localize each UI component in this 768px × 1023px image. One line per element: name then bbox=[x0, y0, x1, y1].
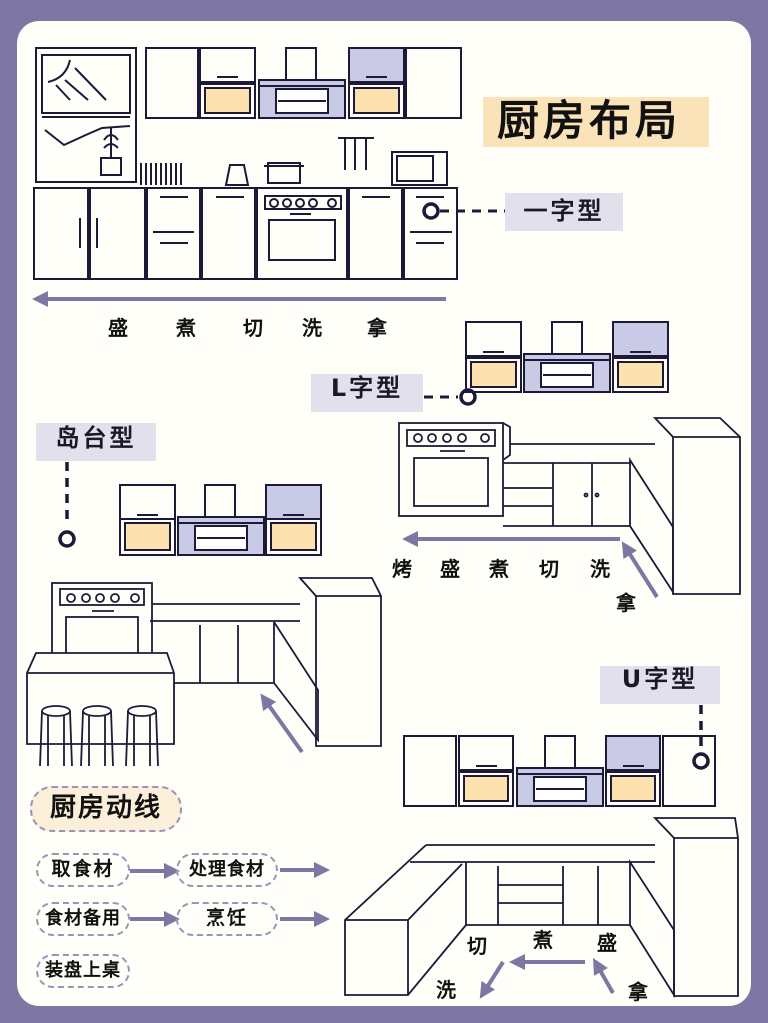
u-shape-flow-step: 洗 bbox=[436, 978, 456, 1002]
u-shape-connector-dot bbox=[692, 752, 710, 770]
straight-flow-step: 盛 bbox=[108, 316, 128, 340]
straight-connector-dot bbox=[422, 202, 440, 220]
flow-step-serve: 装盘上桌 bbox=[36, 954, 130, 988]
l-shape-flow-start: 拿 bbox=[616, 591, 636, 615]
l-shape-flow-step: 烤 bbox=[392, 557, 412, 581]
island-connector-dot bbox=[58, 530, 76, 548]
l-shape-flow-step: 洗 bbox=[590, 557, 610, 581]
straight-flow-step: 拿 bbox=[367, 316, 387, 340]
island-wall-cabinets bbox=[119, 484, 322, 556]
u-shape-flow-step: 煮 bbox=[533, 928, 553, 952]
flow-step-cook: 烹饪 bbox=[176, 902, 278, 936]
u-shape-wall-cabinets bbox=[403, 735, 716, 807]
infographic-card bbox=[17, 21, 751, 1006]
l-shape-wall-cabinets bbox=[465, 321, 669, 393]
flow-step-prepare-ingredients: 食材备用 bbox=[36, 902, 130, 936]
u-shape-flow-step: 盛 bbox=[597, 931, 617, 955]
kitchen-flow-heading: 厨房动线 bbox=[30, 786, 182, 832]
l-shape-flow-step: 切 bbox=[539, 557, 559, 581]
l-shape-connector-dot bbox=[459, 388, 477, 406]
tag-island-layout: 岛台型 bbox=[36, 423, 156, 461]
page-title-text: 厨房布局 bbox=[497, 96, 682, 145]
l-shape-flow-step: 煮 bbox=[489, 557, 509, 581]
u-shape-flow-step: 拿 bbox=[628, 980, 648, 1004]
page-title: 厨房布局 bbox=[483, 96, 709, 147]
u-shape-kitchen-illustration bbox=[344, 817, 739, 999]
straight-flow-step: 切 bbox=[243, 316, 263, 340]
l-shape-flow-step: 盛 bbox=[440, 557, 460, 581]
tag-straight-layout: 一字型 bbox=[505, 193, 623, 231]
island-kitchen-illustration bbox=[26, 577, 382, 767]
flow-step-get-ingredients: 取食材 bbox=[36, 853, 130, 887]
tag-u-shape-layout: U字型 bbox=[600, 666, 720, 704]
tag-l-shape-layout: L字型 bbox=[311, 374, 423, 412]
straight-flow-step: 洗 bbox=[302, 316, 322, 340]
kitchen-illustrations bbox=[26, 47, 741, 999]
l-shape-kitchen-illustration bbox=[398, 417, 741, 596]
u-shape-flow-step: 切 bbox=[467, 934, 487, 958]
flow-step-process-ingredients: 处理食材 bbox=[176, 853, 278, 887]
straight-kitchen-illustration bbox=[33, 47, 462, 280]
straight-flow-step: 煮 bbox=[176, 316, 196, 340]
